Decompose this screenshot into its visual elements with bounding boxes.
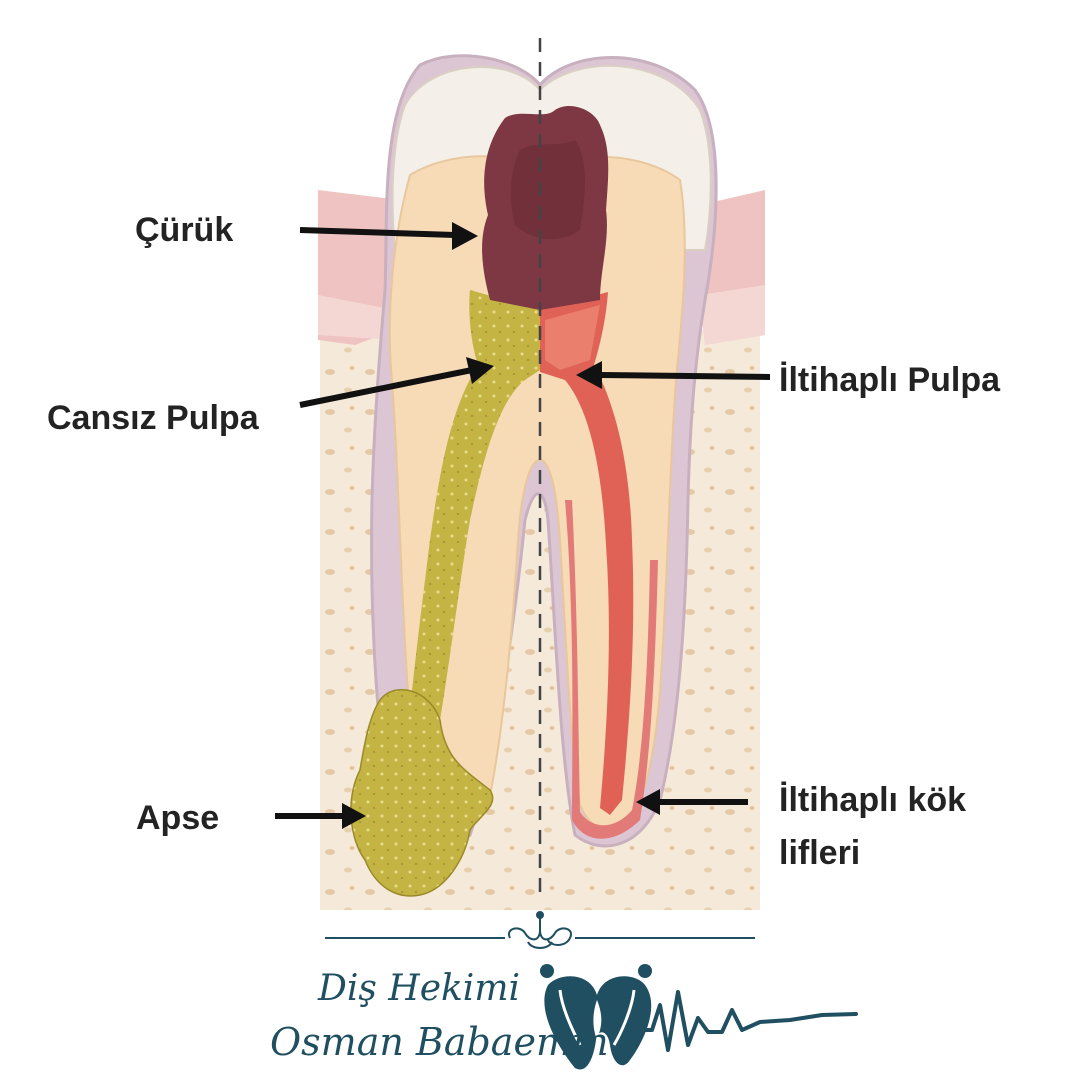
inflamed-root-fibers (565, 500, 658, 839)
abscess (350, 689, 494, 897)
label-curuk: Çürük (135, 211, 234, 249)
arrow-iltihapli-kok (636, 789, 748, 815)
brand-line-2: Osman Babaemin (270, 1020, 609, 1064)
tooth-heart-icon (540, 964, 652, 1070)
necrotic-pulp (405, 290, 540, 770)
arrow-iltihapli-pulpa (576, 361, 771, 389)
brand-line-1: Diş Hekimi (318, 968, 520, 1009)
ornament-divider-icon (325, 911, 755, 949)
label-iltihapli-pulpa: İltihaplı Pulpa (779, 361, 1001, 399)
label-iltihapli-kok-line2: lifleri (779, 834, 861, 872)
arrow-curuk (299, 222, 478, 250)
label-apse: Apse (136, 799, 220, 837)
label-iltihapli-kok-line1: İltihaplı kök (779, 781, 967, 819)
arrow-cansiz-pulpa (299, 357, 494, 408)
heartbeat-line-icon (635, 990, 858, 1052)
arrow-apse (275, 803, 366, 829)
label-cansiz-pulpa: Cansız Pulpa (47, 399, 259, 437)
inflamed-pulp (540, 292, 634, 815)
